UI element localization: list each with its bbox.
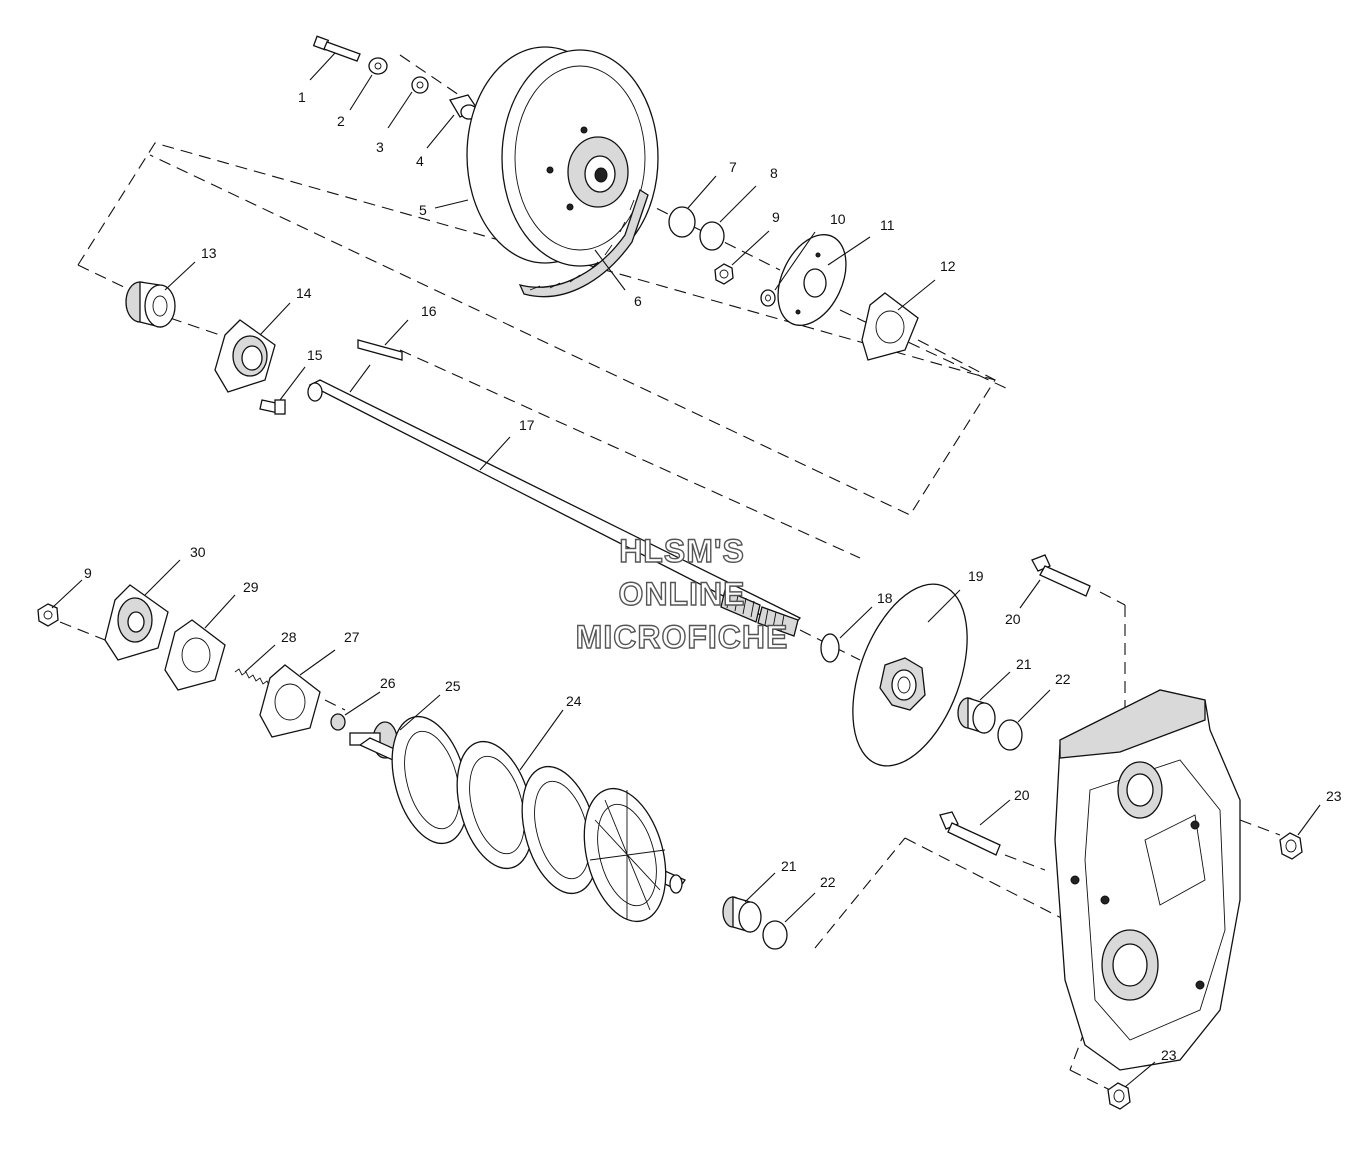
callout-labels: 1 2 3 4 5 6 7 8 9 10 11 12 13 14 15 16 1… [84,89,1342,1063]
part-28-spring [234,668,271,688]
callout-28: 28 [281,629,297,645]
part-17-shaft [307,379,802,637]
callout-9-left: 9 [84,565,92,581]
watermark: HLSM'S ONLINE MICROFICHE [575,532,789,655]
callout-24: 24 [566,693,582,709]
callout-3: 3 [376,139,384,155]
chaincase-housing [1054,689,1241,1071]
part-10-washer [760,289,776,307]
watermark-line-2: ONLINE [619,576,746,612]
part-24-drive-shaft [358,715,686,923]
part-14-flange [214,319,276,393]
part-1-bolt [312,35,361,62]
part-5-sprocket [466,46,659,267]
part-22-seal-lower [762,920,788,950]
part-30-bearing-flange [104,584,169,661]
callout-9-top: 9 [772,209,780,225]
callout-4: 4 [416,153,424,169]
callout-15: 15 [307,347,323,363]
part-9-nut-top [714,263,734,285]
callout-5: 5 [419,202,427,218]
part-21-bearing-right [957,697,996,734]
callout-30: 30 [190,544,206,560]
part-11-plate [777,234,847,326]
part-23-nut-bottom [1107,1082,1131,1110]
callout-11: 11 [880,217,895,233]
part-21-bearing-lower [722,896,762,933]
callout-6: 6 [634,293,642,309]
part-29-gasket [164,619,226,691]
callout-25: 25 [445,678,461,694]
part-18-ring [820,633,840,663]
callout-27: 27 [344,629,360,645]
callout-14: 14 [296,285,312,301]
watermark-line-3: MICROFICHE [576,619,789,655]
callout-10: 10 [830,211,846,227]
part-6-chain [518,189,649,298]
part-8-o-ring [699,221,725,251]
callout-18: 18 [877,590,893,606]
callout-23-right: 23 [1326,788,1342,804]
callout-21-right: 21 [1016,656,1032,672]
callout-26: 26 [380,675,396,691]
callout-17: 17 [519,417,535,433]
callout-21-lower: 21 [781,858,797,874]
callout-16: 16 [421,303,437,319]
part-15-bolt [259,399,286,415]
callout-22-lower: 22 [820,874,836,890]
callout-8: 8 [770,165,778,181]
part-7-o-ring [668,206,696,238]
watermark-line-1: HLSM'S [619,533,745,569]
callout-12: 12 [940,258,956,274]
callout-13: 13 [201,245,217,261]
part-20-bolt-top [1031,554,1091,597]
callout-23-bottom: 23 [1161,1047,1177,1063]
callout-20-lower: 20 [1014,787,1030,803]
part-3-lock-washer [411,76,429,94]
part-9-nut-left [37,603,59,627]
part-13-bearing [125,281,176,328]
callout-1: 1 [298,89,306,105]
callout-2: 2 [337,113,345,129]
callout-leaders [51,52,1321,1088]
part-23-nut-right [1279,832,1303,860]
part-26-bushing [330,713,346,731]
part-12-flange [861,292,919,361]
part-27-gasket [259,664,321,738]
part-19-brake-disc [852,583,968,767]
callout-7: 7 [729,159,737,175]
part-2-washer [368,57,388,75]
callout-20-top: 20 [1005,611,1021,627]
callout-22-right: 22 [1055,671,1071,687]
part-22-seal-right [997,719,1023,751]
part-16-key [357,339,403,361]
callout-29: 29 [243,579,259,595]
callout-19: 19 [968,568,984,584]
part-20-bolt-lower [939,811,1001,856]
